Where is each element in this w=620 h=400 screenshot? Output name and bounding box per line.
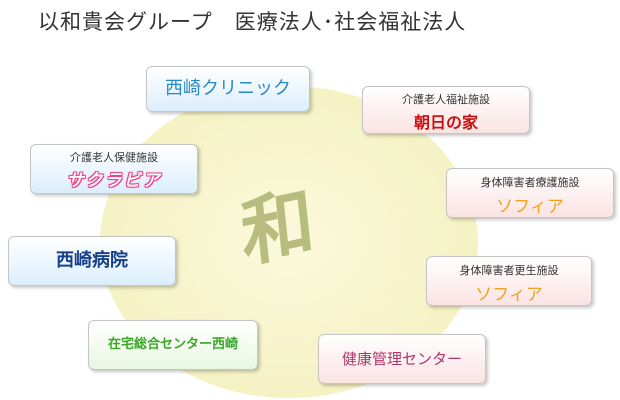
sofia-ryogo-name: ソフィア xyxy=(496,197,564,217)
sakurabia-link[interactable]: 介護老人保健施設 サクラビア xyxy=(30,144,198,194)
sofia-kosei-category: 身体障害者更生施設 xyxy=(459,264,559,277)
clinic-name: 西崎クリニック xyxy=(165,78,291,99)
asahi-category: 介護老人福祉施設 xyxy=(402,93,490,106)
sofia-kosei-link[interactable]: 身体障害者更生施設 ソフィア xyxy=(426,256,592,306)
hospital-name: 西崎病院 xyxy=(56,250,128,271)
page-title: 以和貴会グループ 医療法人･社会福祉法人 xyxy=(38,10,467,34)
sofia-kosei-name: ソフィア xyxy=(475,285,543,305)
hospital-link[interactable]: 西崎病院 xyxy=(8,236,176,286)
zaitaku-center-link[interactable]: 在宅総合センター西崎 xyxy=(88,320,258,370)
asahi-name: 朝日の家 xyxy=(413,113,478,132)
kenko-name: 健康管理センター xyxy=(341,350,462,368)
sakura-logo-text: サクラビア xyxy=(66,171,162,191)
sofia-ryogo-category: 身体障害者療護施設 xyxy=(480,176,580,189)
wa-calligraphy: 和 xyxy=(236,177,319,279)
clinic-link[interactable]: 西崎クリニック xyxy=(146,66,310,112)
sofia-ryogo-link[interactable]: 身体障害者療護施設 ソフィア xyxy=(446,168,614,218)
asahi-no-ie-link[interactable]: 介護老人福祉施設 朝日の家 xyxy=(362,86,530,134)
zaitaku-name: 在宅総合センター西崎 xyxy=(107,337,238,352)
sakura-category: 介護老人保健施設 xyxy=(70,151,158,164)
health-center-link[interactable]: 健康管理センター xyxy=(318,334,486,384)
